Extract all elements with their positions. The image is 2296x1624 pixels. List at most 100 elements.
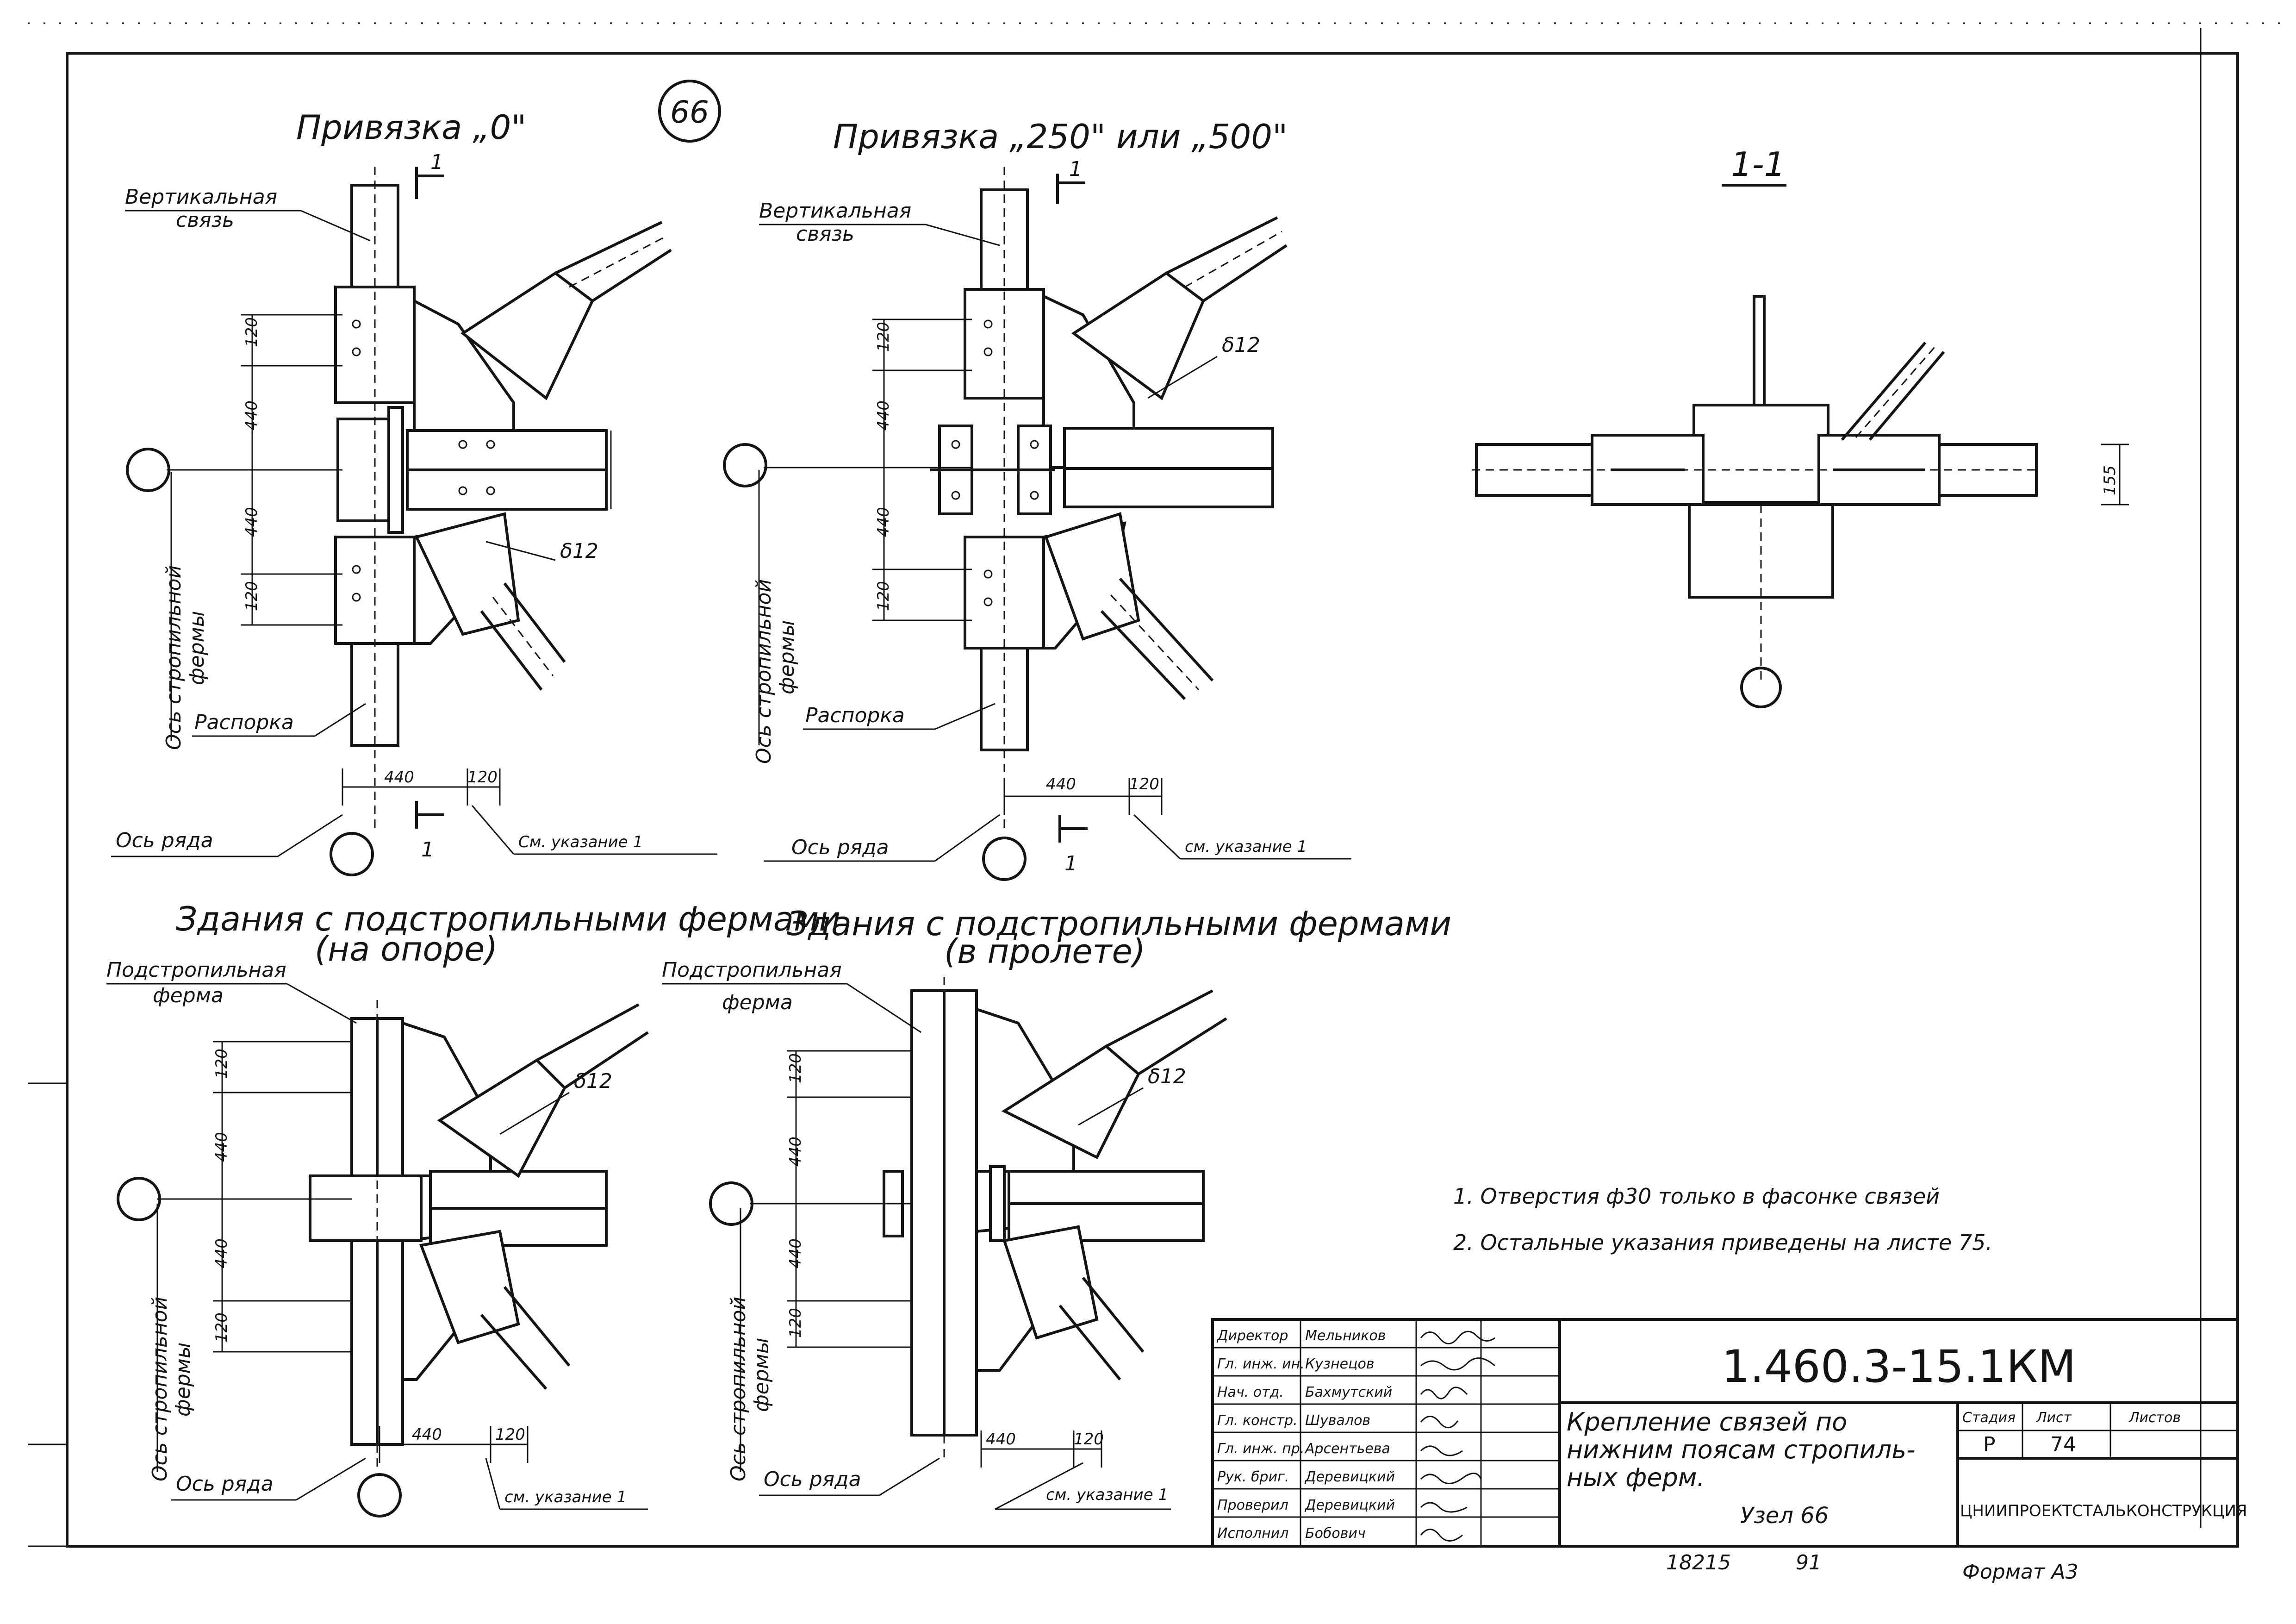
dim-440-lower-3: 440	[212, 1238, 231, 1268]
label-row-axis: Ось ряда	[116, 829, 213, 852]
label-truss-axis-2: фермы	[185, 611, 209, 685]
view-sub-truss-span: Здания с подстропильными фермами (в прол…	[662, 904, 1451, 1510]
label-truss-axis: Ось стропильной	[162, 565, 186, 750]
label-see-note-c: см. указание 1	[504, 1488, 627, 1506]
label-see-note-b: см. указание 1	[1185, 837, 1307, 856]
section-mark-top-2: 1	[1069, 157, 1082, 181]
dim-120-upper-4: 120	[786, 1053, 805, 1083]
label-row-axis-b: Ось ряда	[791, 836, 889, 859]
label-vertical-brace-2b: связь	[796, 222, 854, 246]
tb-sheet: 74	[2050, 1433, 2076, 1456]
label-sub-truss: Подстропильная	[106, 958, 286, 982]
node-number: 66	[670, 94, 709, 130]
dim-440-upper: 440	[243, 400, 261, 431]
dim-120-lower-2: 120	[874, 581, 893, 611]
tb-sheets-header: Листов	[2128, 1410, 2181, 1426]
tb-inventory-2: 91	[1796, 1551, 1822, 1574]
title-block: Директор Гл. инж. ин. Нач. отд. Гл. конс…	[1211, 1318, 2247, 1584]
label-strut: Распорка	[194, 711, 294, 734]
view-title-binding-zero: Привязка „0"	[296, 108, 526, 147]
tb-role-4: Гл. констр.	[1217, 1412, 1298, 1429]
tb-node: Узел 66	[1740, 1503, 1829, 1529]
view-section-1-1: 1-1 155	[1472, 145, 2129, 708]
tb-name-7: Деревицкий	[1304, 1497, 1395, 1513]
tb-name-8: Бобович	[1305, 1525, 1366, 1542]
tb-inventory: 18215	[1666, 1551, 1731, 1574]
label-vertical-brace-2a: Вертикальная	[759, 199, 911, 223]
tb-role-5: Гл. инж. пр.	[1217, 1441, 1304, 1457]
dim-120-bottom-3: 120	[495, 1425, 525, 1444]
dim-440-upper-4: 440	[786, 1137, 805, 1167]
view-binding-250-500: Привязка „250" или „500"	[723, 117, 1351, 881]
tb-format: Формат А3	[1962, 1560, 2078, 1584]
dim-440-bottom-3: 440	[412, 1425, 442, 1444]
label-truss-axis-2c: фермы	[171, 1342, 195, 1417]
tb-title-line2: нижним поясам стропиль-	[1567, 1435, 1916, 1464]
tb-role-1: Директор	[1216, 1328, 1288, 1344]
dim-440-lower-4: 440	[786, 1238, 805, 1268]
dim-120-upper-2: 120	[874, 322, 893, 352]
label-gusset-d: δ12	[1148, 1065, 1186, 1088]
dim-440-upper-2: 440	[874, 400, 893, 431]
tb-sheet-header: Лист	[2036, 1410, 2072, 1426]
view-title-sub-truss-span-note: (в пролете)	[944, 932, 1145, 971]
label-sub-truss-2: ферма	[153, 984, 224, 1007]
view-binding-zero: Привязка „0" 66	[111, 80, 721, 876]
label-strut-b: Распорка	[805, 704, 905, 727]
tb-name-1: Мельников	[1305, 1328, 1386, 1344]
label-truss-axis-b: Ось стропильной	[752, 579, 776, 764]
label-truss-axis-2d: фермы	[750, 1337, 773, 1412]
section-mark-bottom-2: 1	[1064, 852, 1077, 875]
dim-440-bottom-4: 440	[986, 1430, 1016, 1449]
dim-120-lower-4: 120	[786, 1308, 805, 1338]
label-row-axis-c: Ось ряда	[176, 1472, 274, 1496]
label-row-axis-d: Ось ряда	[764, 1468, 861, 1491]
section-mark-top: 1	[430, 150, 443, 174]
label-truss-axis-d: Ось стропильной	[727, 1297, 750, 1481]
section-mark-bottom: 1	[421, 838, 434, 862]
label-gusset-b: δ12	[1222, 333, 1260, 357]
label-vertical-brace-2: связь	[176, 208, 234, 232]
label-truss-axis-c: Ось стропильной	[148, 1297, 172, 1481]
view-title-binding-250-500: Привязка „250" или „500"	[833, 117, 1288, 156]
view-title-section: 1-1	[1731, 145, 1786, 184]
tb-stage: Р	[1983, 1433, 1996, 1456]
signatures	[1420, 1330, 1495, 1542]
dim-120-bottom-4: 120	[1074, 1430, 1104, 1449]
dim-440-upper-3: 440	[212, 1132, 231, 1162]
dim-120-lower-3: 120	[212, 1312, 231, 1343]
tb-name-5: Арсентьева	[1304, 1441, 1390, 1457]
label-gusset-c: δ12	[574, 1069, 612, 1093]
label-sub-truss-d: Подстропильная	[662, 958, 842, 982]
dim-155: 155	[2101, 465, 2119, 495]
tb-role-3: Нач. отд.	[1217, 1384, 1284, 1400]
dim-440-bottom: 440	[384, 768, 414, 787]
dim-120-lower: 120	[243, 581, 261, 611]
note-1: 1. Отверстия ф30 только в фасонке связей	[1453, 1184, 1940, 1209]
tb-stage-header: Стадия	[1962, 1410, 2016, 1426]
node-number-badge: 66	[658, 80, 721, 143]
tb-role-7: Проверил	[1217, 1497, 1288, 1513]
note-2: 2. Остальные указания приведены на листе…	[1453, 1230, 1992, 1255]
tb-role-6: Рук. бриг.	[1217, 1469, 1289, 1485]
label-gusset: δ12	[560, 539, 598, 563]
dim-440-lower-2: 440	[874, 507, 893, 537]
tb-role-8: Исполнил	[1217, 1525, 1288, 1542]
view-title-sub-truss-support-note: (на опоре)	[315, 930, 498, 968]
label-truss-axis-2b: фермы	[775, 620, 799, 694]
tb-title-line1: Крепление связей по	[1567, 1407, 1847, 1437]
view-title-sub-truss-support: Здания с подстропильными фермами	[176, 899, 840, 938]
dim-440-bottom-2: 440	[1046, 775, 1076, 793]
tb-name-2: Кузнецов	[1305, 1356, 1375, 1372]
label-see-note-d: см. указание 1	[1046, 1486, 1168, 1504]
tb-document-code: 1.460.3-15.1КМ	[1722, 1341, 2076, 1393]
dim-120-upper-3: 120	[212, 1049, 231, 1079]
dim-120-bottom: 120	[467, 768, 498, 787]
dim-440-lower: 440	[243, 507, 261, 537]
tb-title-line3: ных ферм.	[1567, 1463, 1705, 1492]
label-vertical-brace: Вертикальная	[125, 185, 277, 209]
view-sub-truss-support: Здания с подстропильными фермами (на опо…	[106, 899, 840, 1518]
label-sub-truss-2d: ферма	[722, 991, 793, 1014]
tb-name-3: Бахмутский	[1305, 1384, 1392, 1400]
